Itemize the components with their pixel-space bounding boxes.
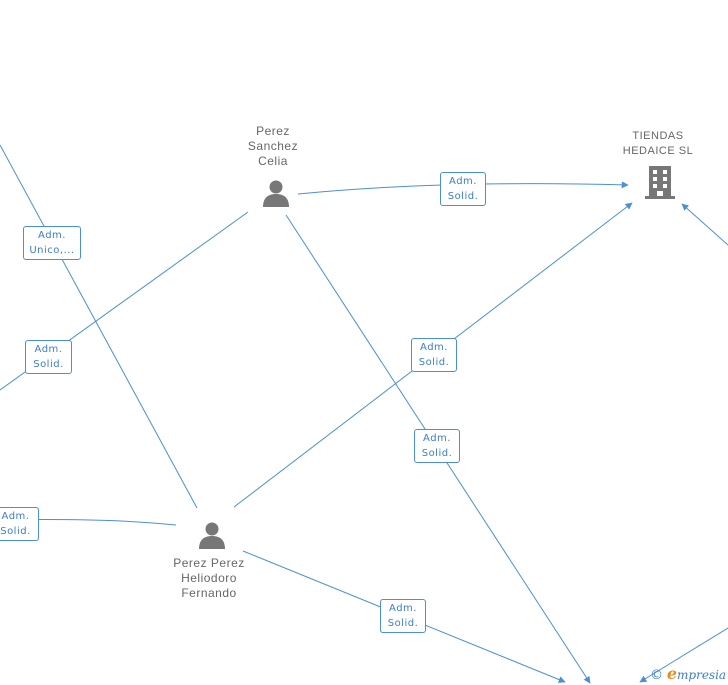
brand-initial: e (666, 664, 678, 683)
copyright-symbol: © (650, 668, 663, 683)
edge-label-adm-solid[interactable]: Adm. Solid. (440, 172, 486, 206)
edge-right-to-tiendas (681, 203, 728, 246)
edge-right-to-bottom (639, 627, 728, 683)
node-label-heliodoro[interactable]: Perez Perez Heliodoro Fernando (173, 556, 245, 600)
edge-label-adm-solid[interactable]: Adm. Solid. (380, 599, 426, 633)
building-icon[interactable] (644, 164, 676, 200)
node-label-celia[interactable]: Perez Sanchez Celia (247, 124, 299, 168)
edge-label-adm-solid[interactable]: Adm. Solid. (411, 338, 457, 372)
edge-offscreen-to-heliodoro (0, 144, 198, 509)
person-icon[interactable] (261, 178, 291, 208)
edge-label-adm-solid[interactable]: Adm. Solid. (414, 429, 460, 463)
person-icon[interactable] (197, 520, 227, 550)
edge-label-adm-solid[interactable]: Adm. Solid. (25, 340, 72, 374)
brand-name: mpresia (677, 668, 727, 682)
edge-label-adm-unico[interactable]: Adm. Unico,... (23, 226, 81, 260)
empresia-watermark: © empresia (650, 664, 726, 683)
node-label-tiendas[interactable]: TIENDAS HEDAICE SL (622, 130, 694, 157)
edge-label-adm-solid[interactable]: Adm. Solid. (0, 507, 39, 541)
